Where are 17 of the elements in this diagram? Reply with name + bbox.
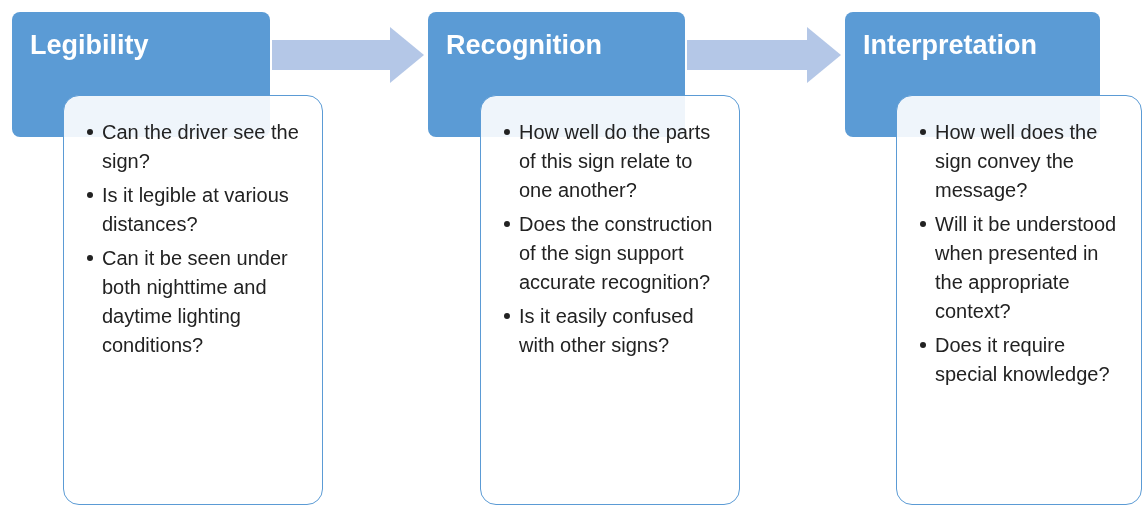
bullet-item: Does it require special knowledge? — [935, 334, 1110, 385]
bullet-item: Will it be understood when presented in the appropriate context? — [935, 213, 1117, 322]
bullet-item: Can it be seen under both nighttime and daytime lighting conditions? — [102, 247, 288, 356]
bullet-list-box — [63, 95, 323, 505]
bullet-item: How well do the parts of this sign relate to one another? — [519, 121, 711, 201]
header-title: Legibility — [30, 30, 149, 61]
bullet-item: Can the driver see the sign? — [102, 121, 299, 172]
bullet-list-box — [480, 95, 740, 505]
block-arrow — [687, 27, 841, 83]
block-arrow — [272, 27, 424, 83]
bullet-list-box — [896, 95, 1142, 505]
bullet-item: Is it easily confused with other signs? — [519, 305, 694, 356]
bullet-item: Does the construction of the sign support accurate recognition? — [519, 213, 713, 293]
bullet-item: How well does the sign convey the message? — [935, 121, 1098, 201]
header-title: Recognition — [446, 30, 602, 61]
header-title: Interpretation — [863, 30, 1037, 61]
bullet-item: Is it legible at various distances? — [102, 184, 289, 235]
